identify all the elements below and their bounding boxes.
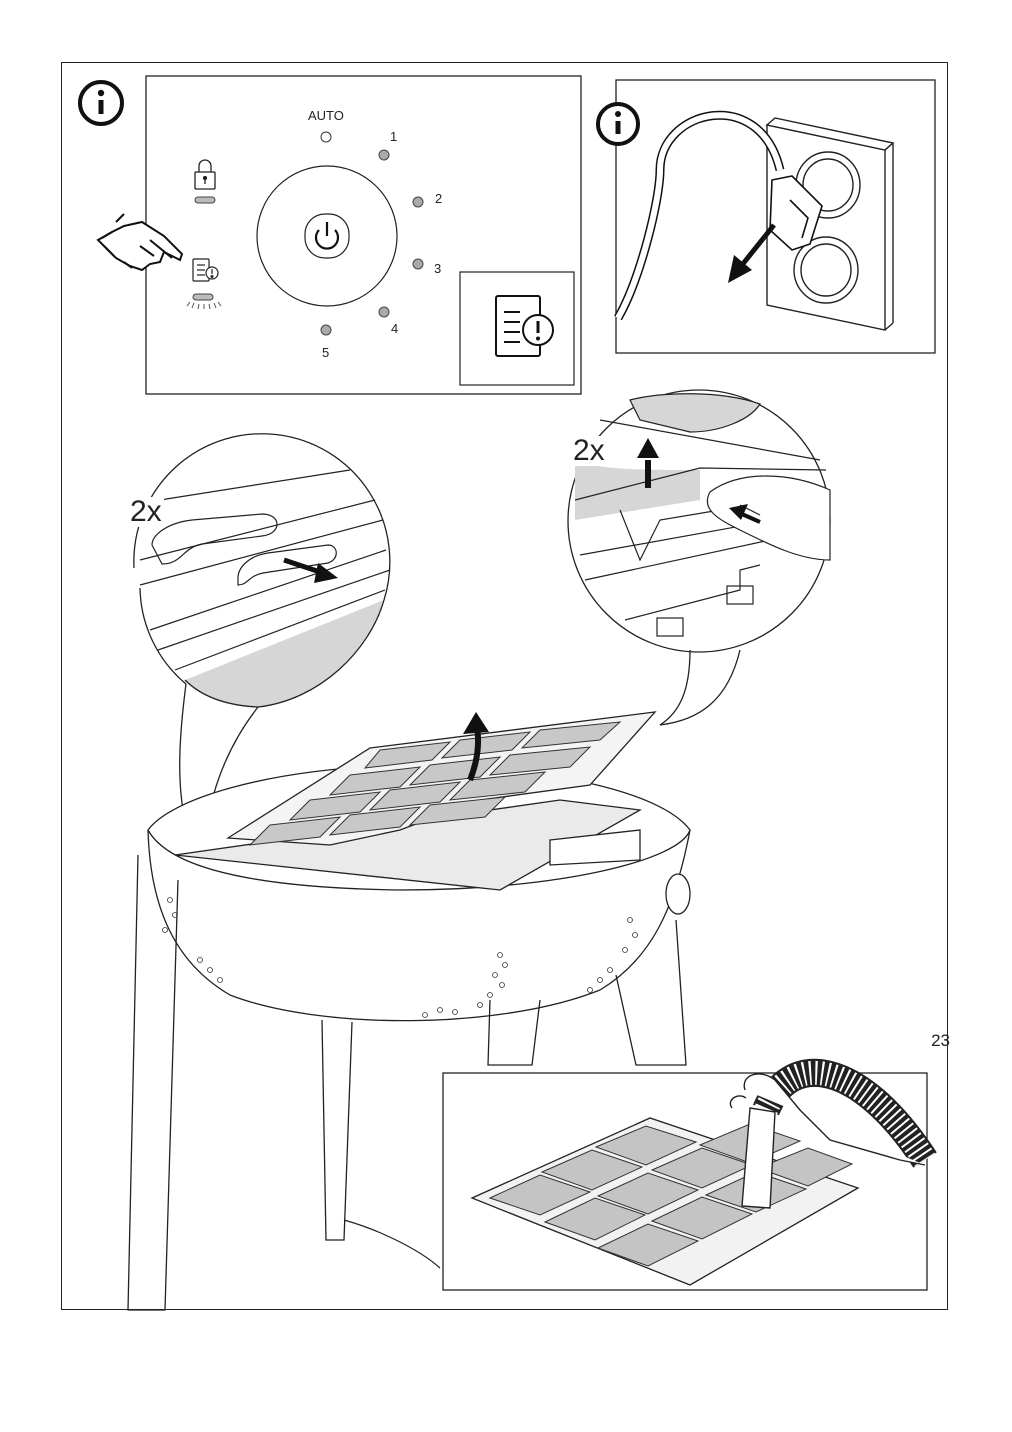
- lock-icon: [194, 159, 216, 190]
- speed-label-2: 2: [435, 191, 443, 206]
- speed-label-1: 1: [390, 129, 398, 144]
- page-number: 23: [931, 1031, 950, 1050]
- speed-label-4: 4: [391, 321, 399, 336]
- filter-alert-large-icon: [495, 295, 554, 357]
- multiplier-left: 2x: [128, 495, 164, 528]
- info-icon-unplug: [596, 102, 640, 146]
- auto-dot: [320, 131, 332, 143]
- speed-dot-5: [320, 324, 332, 336]
- info-icon: [78, 80, 124, 126]
- speed-dot-2: [412, 196, 424, 208]
- hand-icon: [729, 1073, 926, 1166]
- multiplier-right: 2x: [571, 434, 607, 467]
- detail-circle-right: [567, 389, 831, 726]
- filter-indicator: [192, 293, 214, 301]
- dial-ring: [256, 165, 398, 307]
- speed-label-3: 3: [434, 261, 442, 276]
- air-purifier-table: [127, 711, 691, 1311]
- speed-label-5: 5: [322, 345, 330, 360]
- power-icon: [304, 213, 350, 259]
- control-panel-box: [145, 75, 582, 395]
- pointing-hand-icon: [96, 213, 184, 272]
- lock-indicator: [194, 196, 216, 204]
- speed-dot-4: [378, 306, 390, 318]
- unplug-panel-box: [615, 79, 936, 354]
- speed-dot-3: [412, 258, 424, 270]
- unplug-arrow-icon: [728, 223, 776, 283]
- filter-alert-inset: [459, 271, 575, 386]
- page-frame: [61, 62, 948, 1310]
- filter-alert-icon: [192, 258, 219, 282]
- speed-dot-1: [378, 149, 390, 161]
- plug-icon: [614, 110, 823, 321]
- auto-label: AUTO: [308, 108, 344, 123]
- filter-indicator-glow: [186, 301, 222, 310]
